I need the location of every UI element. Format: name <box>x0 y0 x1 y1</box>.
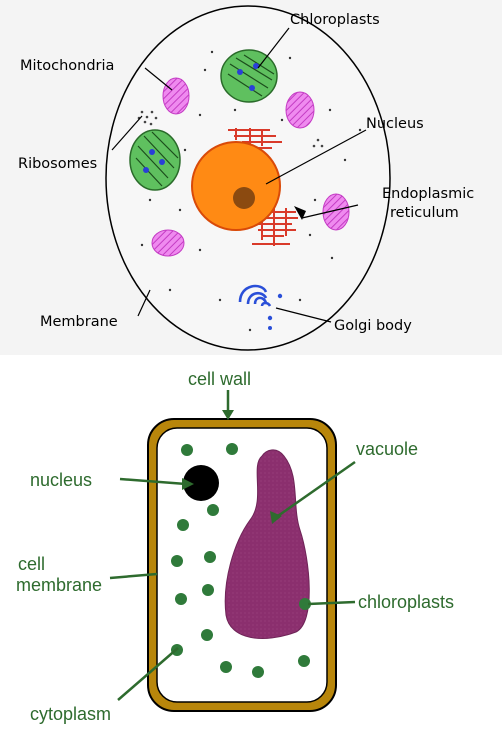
chloroplast-left <box>130 130 180 190</box>
label-cell: cell <box>18 554 45 574</box>
label-nucleus: Nucleus <box>366 116 424 132</box>
label-cytoplasm: cytoplasm <box>30 704 111 724</box>
mitochondrion-2 <box>286 92 314 128</box>
label-ribosomes: Ribosomes <box>18 156 97 172</box>
label-cell-wall: cell wall <box>188 369 251 389</box>
nucleolus <box>233 187 255 209</box>
label-membrane-bottom: membrane <box>16 575 102 595</box>
chloroplast-top <box>221 50 277 102</box>
mitochondrion-4 <box>152 230 184 256</box>
nucleus <box>192 142 280 230</box>
label-mitochondria: Mitochondria <box>20 58 114 74</box>
label-golgi-body: Golgi body <box>334 318 412 334</box>
label-membrane: Membrane <box>40 314 118 330</box>
label-vacuole: vacuole <box>356 439 418 459</box>
mitochondrion-1 <box>163 78 189 114</box>
label-chloroplasts-bottom: chloroplasts <box>358 592 454 612</box>
label-reticulum: reticulum <box>390 205 459 221</box>
label-endoplasmic: Endoplasmic <box>382 186 474 202</box>
label-nucleus-bottom: nucleus <box>30 470 92 490</box>
label-chloroplasts: Chloroplasts <box>290 12 380 28</box>
